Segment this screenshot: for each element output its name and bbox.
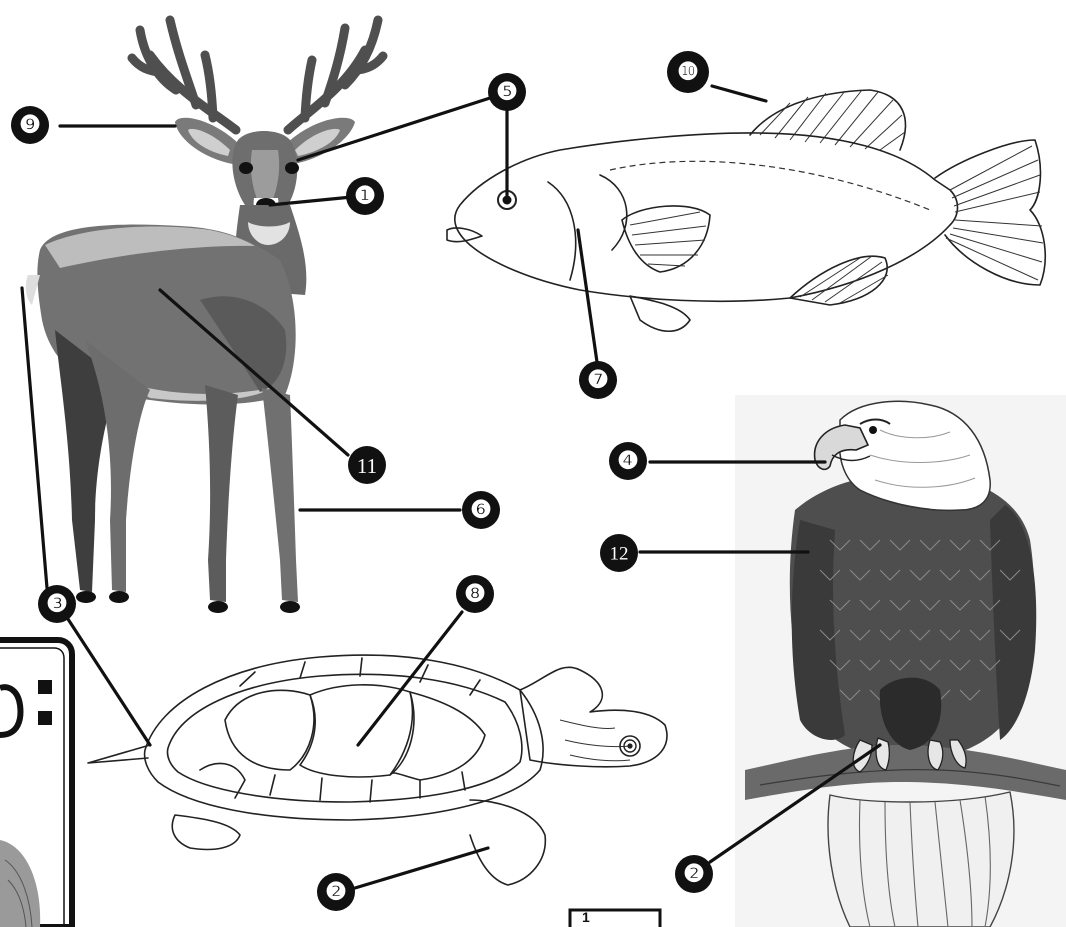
eagle-tail (828, 792, 1014, 927)
fish-tail (935, 140, 1045, 285)
deer-front-leg-back (205, 385, 238, 602)
svg-text:❽: ❽ (464, 581, 486, 608)
label-11: 11 (348, 446, 386, 484)
cropped-panel-colon-top (38, 680, 52, 694)
leader-3b (66, 616, 150, 745)
fish-pupil (503, 196, 512, 205)
cropped-box: 1 (570, 909, 660, 927)
turtle-head (520, 667, 667, 766)
turtle-front-flipper (470, 800, 545, 885)
label-7: ❼ (579, 361, 617, 399)
svg-text:❻: ❻ (470, 497, 492, 524)
label-6: ❻ (462, 491, 500, 529)
turtle-shell-rim (167, 674, 521, 802)
deer-eye-left (239, 162, 253, 174)
fish-pectoral-fin (622, 206, 710, 272)
fish (447, 90, 1045, 331)
svg-text:❿: ❿ (677, 59, 699, 86)
svg-text:❺: ❺ (496, 79, 518, 106)
leader-7 (578, 230, 597, 362)
deer-hoof-1 (76, 591, 96, 603)
fish-tail-rays (946, 146, 1043, 280)
cropped-panel-digit (0, 687, 20, 735)
leader-10 (712, 86, 766, 101)
fish-body (455, 133, 958, 301)
svg-text:❶: ❶ (354, 183, 376, 210)
label-2b: ❷ (675, 855, 713, 893)
fish-gill-line (548, 182, 576, 280)
fish-dorsal-fin-rays (760, 90, 905, 150)
deer-hoof-2 (109, 591, 129, 603)
fish-lateral-line (610, 161, 930, 210)
cropped-box-text: 1 (582, 909, 590, 925)
turtle-shell (145, 655, 544, 820)
svg-text:❹: ❹ (617, 448, 639, 475)
svg-text:❷: ❷ (325, 879, 347, 906)
deer-front-leg-front (262, 388, 298, 602)
cropped-panel (0, 640, 72, 927)
svg-text:❸: ❸ (46, 591, 68, 618)
turtle-tail (88, 745, 150, 763)
svg-text:❾: ❾ (19, 112, 41, 139)
label-5: ❺ (488, 73, 526, 111)
label-1: ❶ (346, 177, 384, 215)
deer-eye-right (285, 162, 299, 174)
svg-text:❷: ❷ (683, 861, 705, 888)
leader-3a (22, 288, 47, 588)
svg-text:❼: ❼ (587, 367, 609, 394)
deer-tail (26, 275, 40, 305)
deer-hoof-3 (208, 601, 228, 613)
fish-gill-line-2 (600, 175, 627, 250)
label-10: ❿ (667, 51, 709, 93)
label-8: ❽ (456, 575, 494, 613)
fish-dorsal-fin (750, 90, 905, 150)
turtle-scutes (200, 658, 485, 802)
deer-antlers (132, 20, 383, 130)
svg-text:11: 11 (357, 454, 377, 478)
label-2a: ❷ (317, 873, 355, 911)
label-9: ❾ (11, 106, 49, 144)
fish-pelvic-fin (630, 296, 690, 331)
turtle-eye-pupil (627, 743, 632, 748)
turtle-neck-lines (560, 720, 630, 761)
turtle-back-flipper (172, 815, 240, 849)
label-3: ❸ (38, 585, 76, 623)
label-12: 12 (600, 534, 638, 572)
leader-8 (358, 612, 462, 745)
cropped-panel-colon-bottom (38, 711, 52, 725)
deer-hoof-4 (280, 601, 300, 613)
eagle-eye (869, 426, 877, 434)
turtle (88, 655, 667, 885)
label-4: ❹ (609, 442, 647, 480)
svg-text:12: 12 (610, 544, 629, 565)
deer (26, 20, 383, 613)
cropped-panel-feather (0, 840, 40, 927)
leader-2a (355, 848, 488, 888)
fish-pectoral-rays (630, 212, 706, 266)
